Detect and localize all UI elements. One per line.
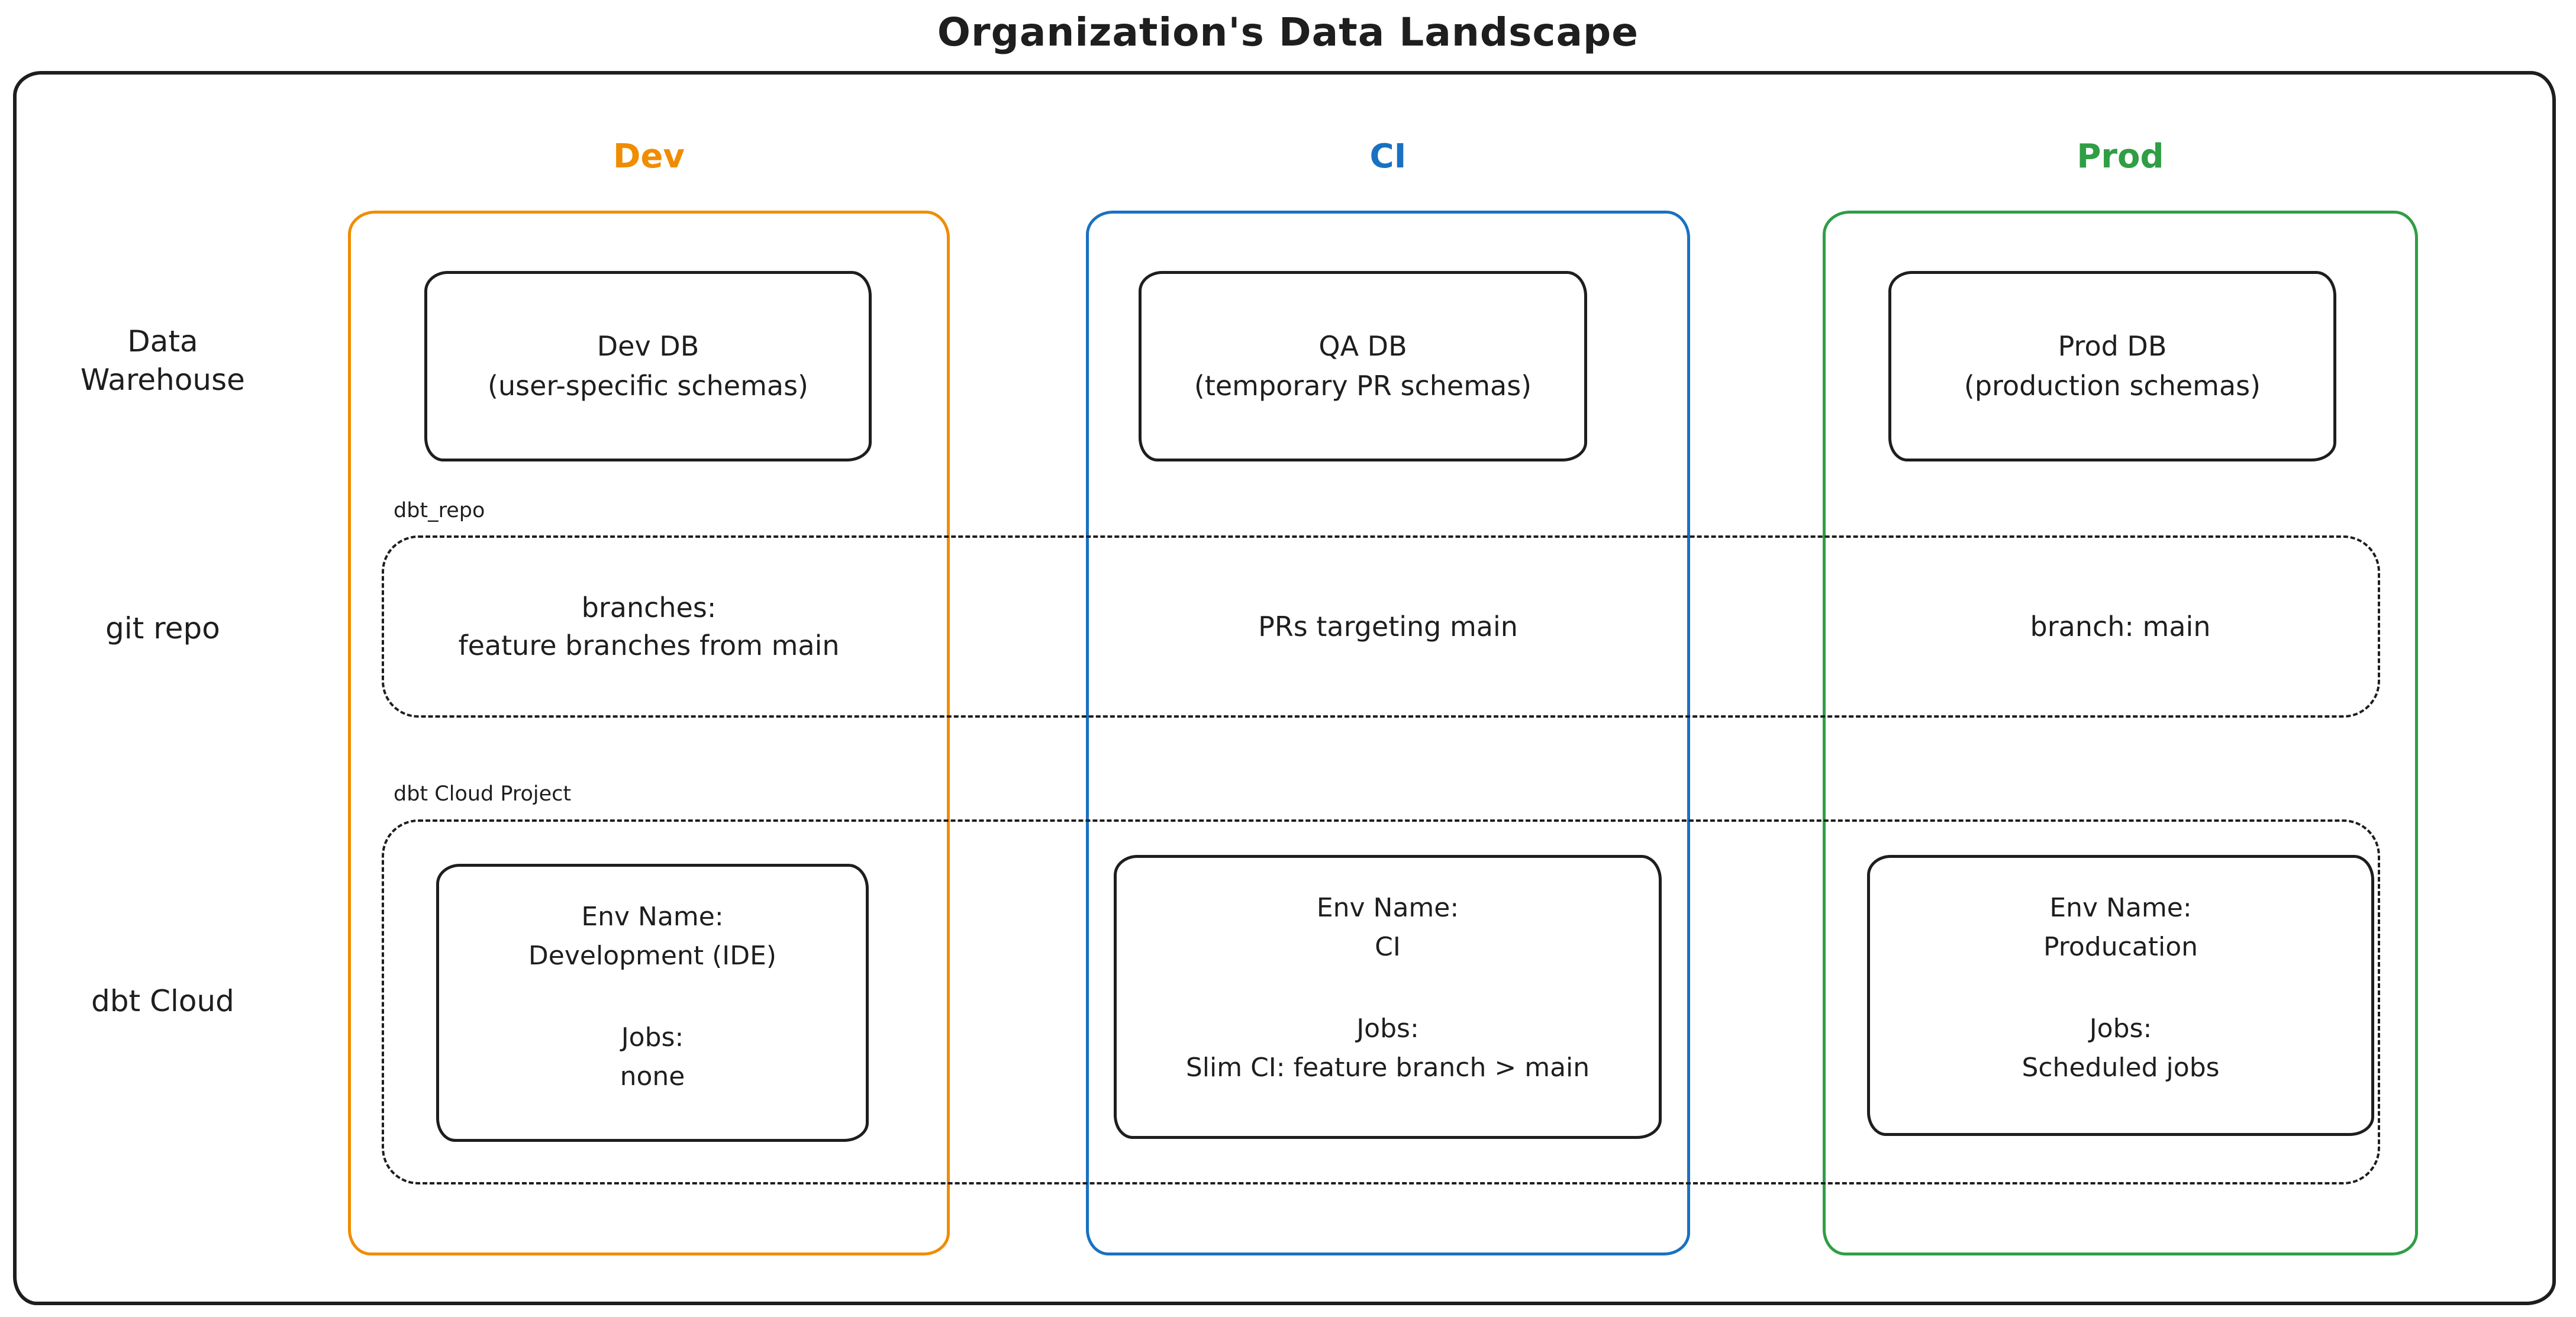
ci-env-name: CI (1375, 932, 1401, 962)
ci-env-name-label: Env Name: (1316, 893, 1459, 923)
qa-db-name: QA DB (1318, 330, 1407, 363)
git-repo-band (382, 535, 2380, 718)
ci-jobs-value: Slim CI: feature branch > main (1185, 1053, 1590, 1083)
dev-jobs-label: Jobs: (621, 1022, 684, 1053)
dev-db-detail: (user-specific schemas) (488, 370, 808, 402)
qa-db-node: QA DB (temporary PR schemas) (1139, 271, 1587, 461)
prod-env-name: Producation (2043, 932, 2198, 962)
prod-db-node: Prod DB (production schemas) (1888, 271, 2336, 461)
dev-git-line1: branches: (581, 591, 717, 624)
prod-column-container (1823, 211, 2418, 1255)
dev-column-container (348, 211, 950, 1255)
prod-jobs-label: Jobs: (2089, 1013, 2152, 1044)
ci-jobs-label: Jobs: (1356, 1013, 1419, 1044)
prod-git-text: branch: main (1823, 535, 2418, 718)
dev-git-line2: feature branches from main (458, 630, 840, 661)
column-header-prod: Prod (2077, 137, 2164, 176)
row-label-data-warehouse-line2: Warehouse (80, 363, 245, 397)
prod-db-detail: (production schemas) (1964, 370, 2261, 402)
column-header-ci: CI (1369, 137, 1407, 176)
row-label-dbt-cloud: dbt Cloud (91, 984, 234, 1018)
diagram-frame (13, 71, 2556, 1305)
dev-git-text: branches: feature branches from main (348, 535, 950, 718)
row-label-data-warehouse-line1: Data (127, 324, 198, 359)
dev-jobs-value: none (620, 1061, 685, 1092)
prod-environment-node: Env Name: Producation Jobs: Scheduled jo… (1867, 855, 2374, 1136)
prod-db-name: Prod DB (2058, 330, 2167, 363)
dbt-cloud-project-band-label: dbt Cloud Project (394, 782, 572, 806)
row-label-data-warehouse: Data Warehouse (30, 322, 296, 399)
page-title: Organization's Data Landscape (937, 9, 1639, 55)
dev-db-node: Dev DB (user-specific schemas) (424, 271, 872, 461)
dev-environment-node: Env Name: Development (IDE) Jobs: none (436, 864, 869, 1142)
dev-db-name: Dev DB (597, 330, 699, 363)
dev-env-name: Development (IDE) (528, 941, 777, 971)
ci-git-text: PRs targeting main (1086, 535, 1690, 718)
ci-git-line1: PRs targeting main (1258, 610, 1518, 643)
column-header-dev: Dev (613, 137, 685, 176)
prod-jobs-value: Scheduled jobs (2022, 1053, 2220, 1083)
git-repo-band-label: dbt_repo (394, 499, 485, 522)
row-label-git-repo: git repo (105, 611, 220, 645)
prod-git-line1: branch: main (2030, 610, 2211, 643)
dbt-cloud-project-band (382, 819, 2380, 1184)
ci-column-container (1086, 211, 1690, 1255)
dev-env-name-label: Env Name: (581, 902, 724, 932)
ci-environment-node: Env Name: CI Jobs: Slim CI: feature bran… (1114, 855, 1662, 1139)
qa-db-detail: (temporary PR schemas) (1194, 370, 1532, 402)
prod-env-name-label: Env Name: (2049, 893, 2192, 923)
